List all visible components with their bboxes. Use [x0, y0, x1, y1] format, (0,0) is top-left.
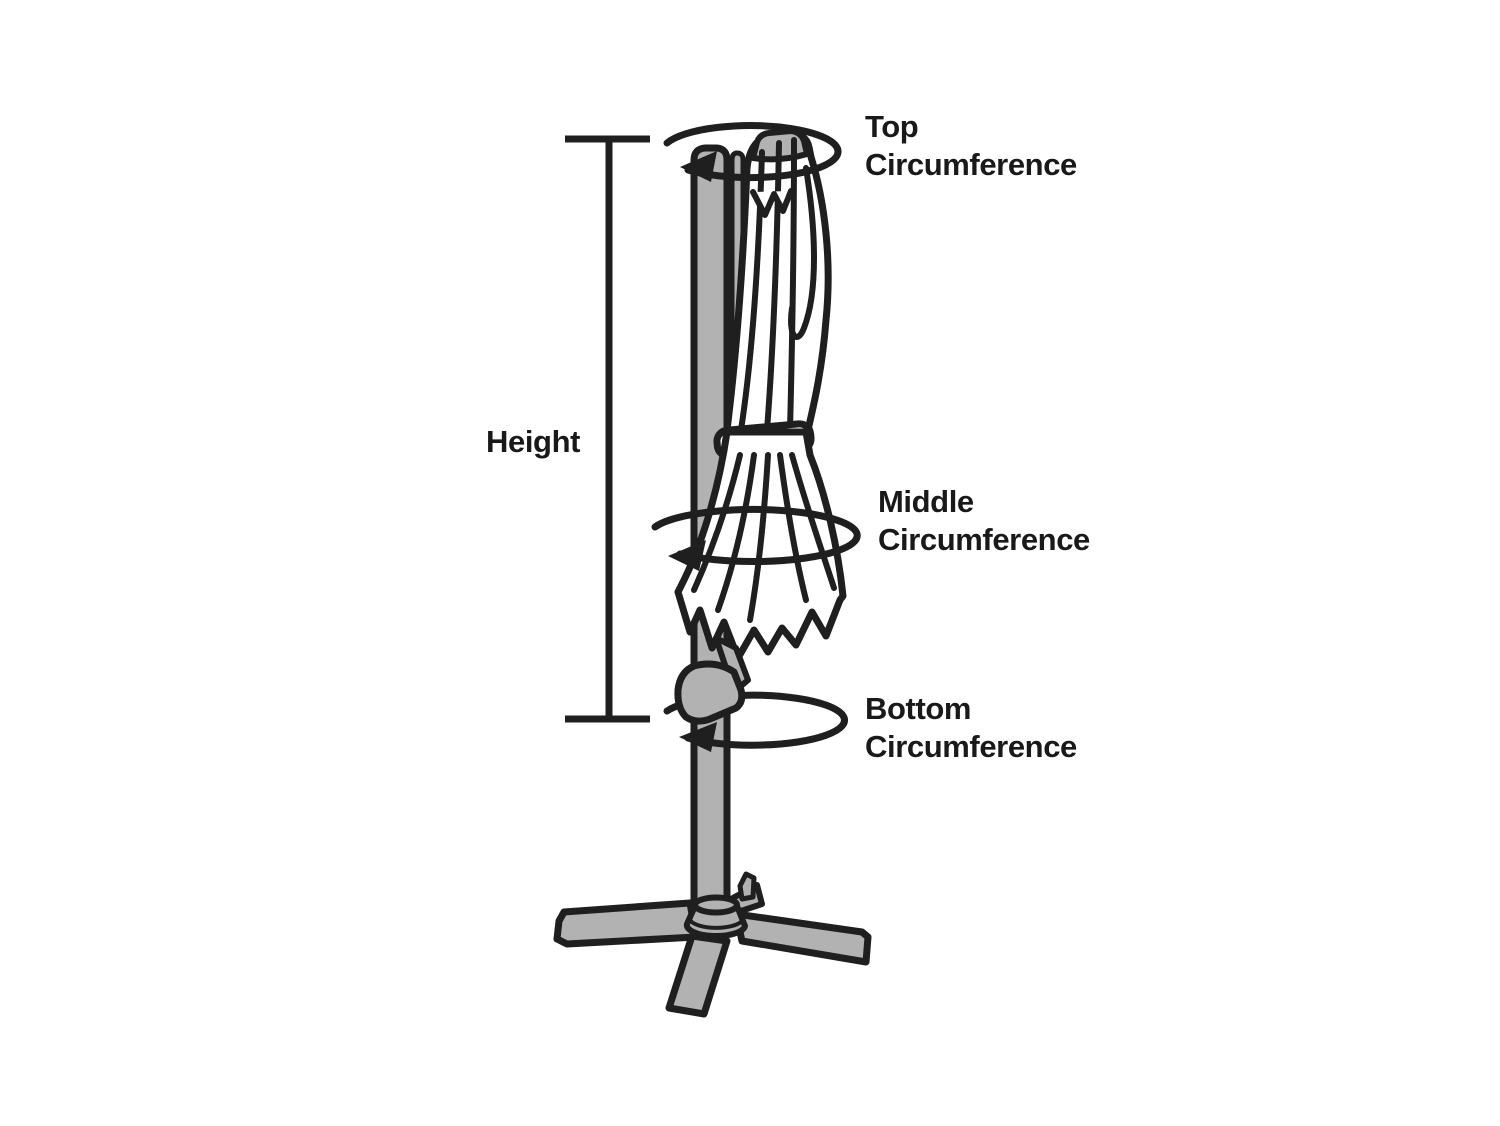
middle-circumference-label: Middle Circumference: [878, 484, 1090, 557]
base-clamp-lever: [737, 871, 757, 902]
bottom-arrow-head: [679, 722, 717, 752]
top-circumference-label: Top Circumference: [865, 109, 1077, 182]
tilt-knob: [674, 660, 746, 725]
height-label-text: Height: [486, 424, 581, 459]
height-label: Height: [486, 423, 580, 461]
middle-arrow-head: [668, 540, 706, 571]
bottom-circumference-label: Bottom Circumference: [865, 691, 1077, 764]
middle-circumference-arrow: [651, 506, 861, 571]
top-arrow-head: [680, 151, 717, 182]
base-left-arm: [553, 899, 700, 948]
base-front-leg: [665, 932, 731, 1018]
height-dimension-line: [565, 135, 650, 723]
umbrella-base: [553, 871, 872, 1018]
base-right-arm: [732, 910, 872, 966]
top-circumference-arrow: [663, 122, 842, 182]
base-collar-top: [692, 894, 740, 916]
umbrella-canopy-upper: [723, 128, 832, 434]
